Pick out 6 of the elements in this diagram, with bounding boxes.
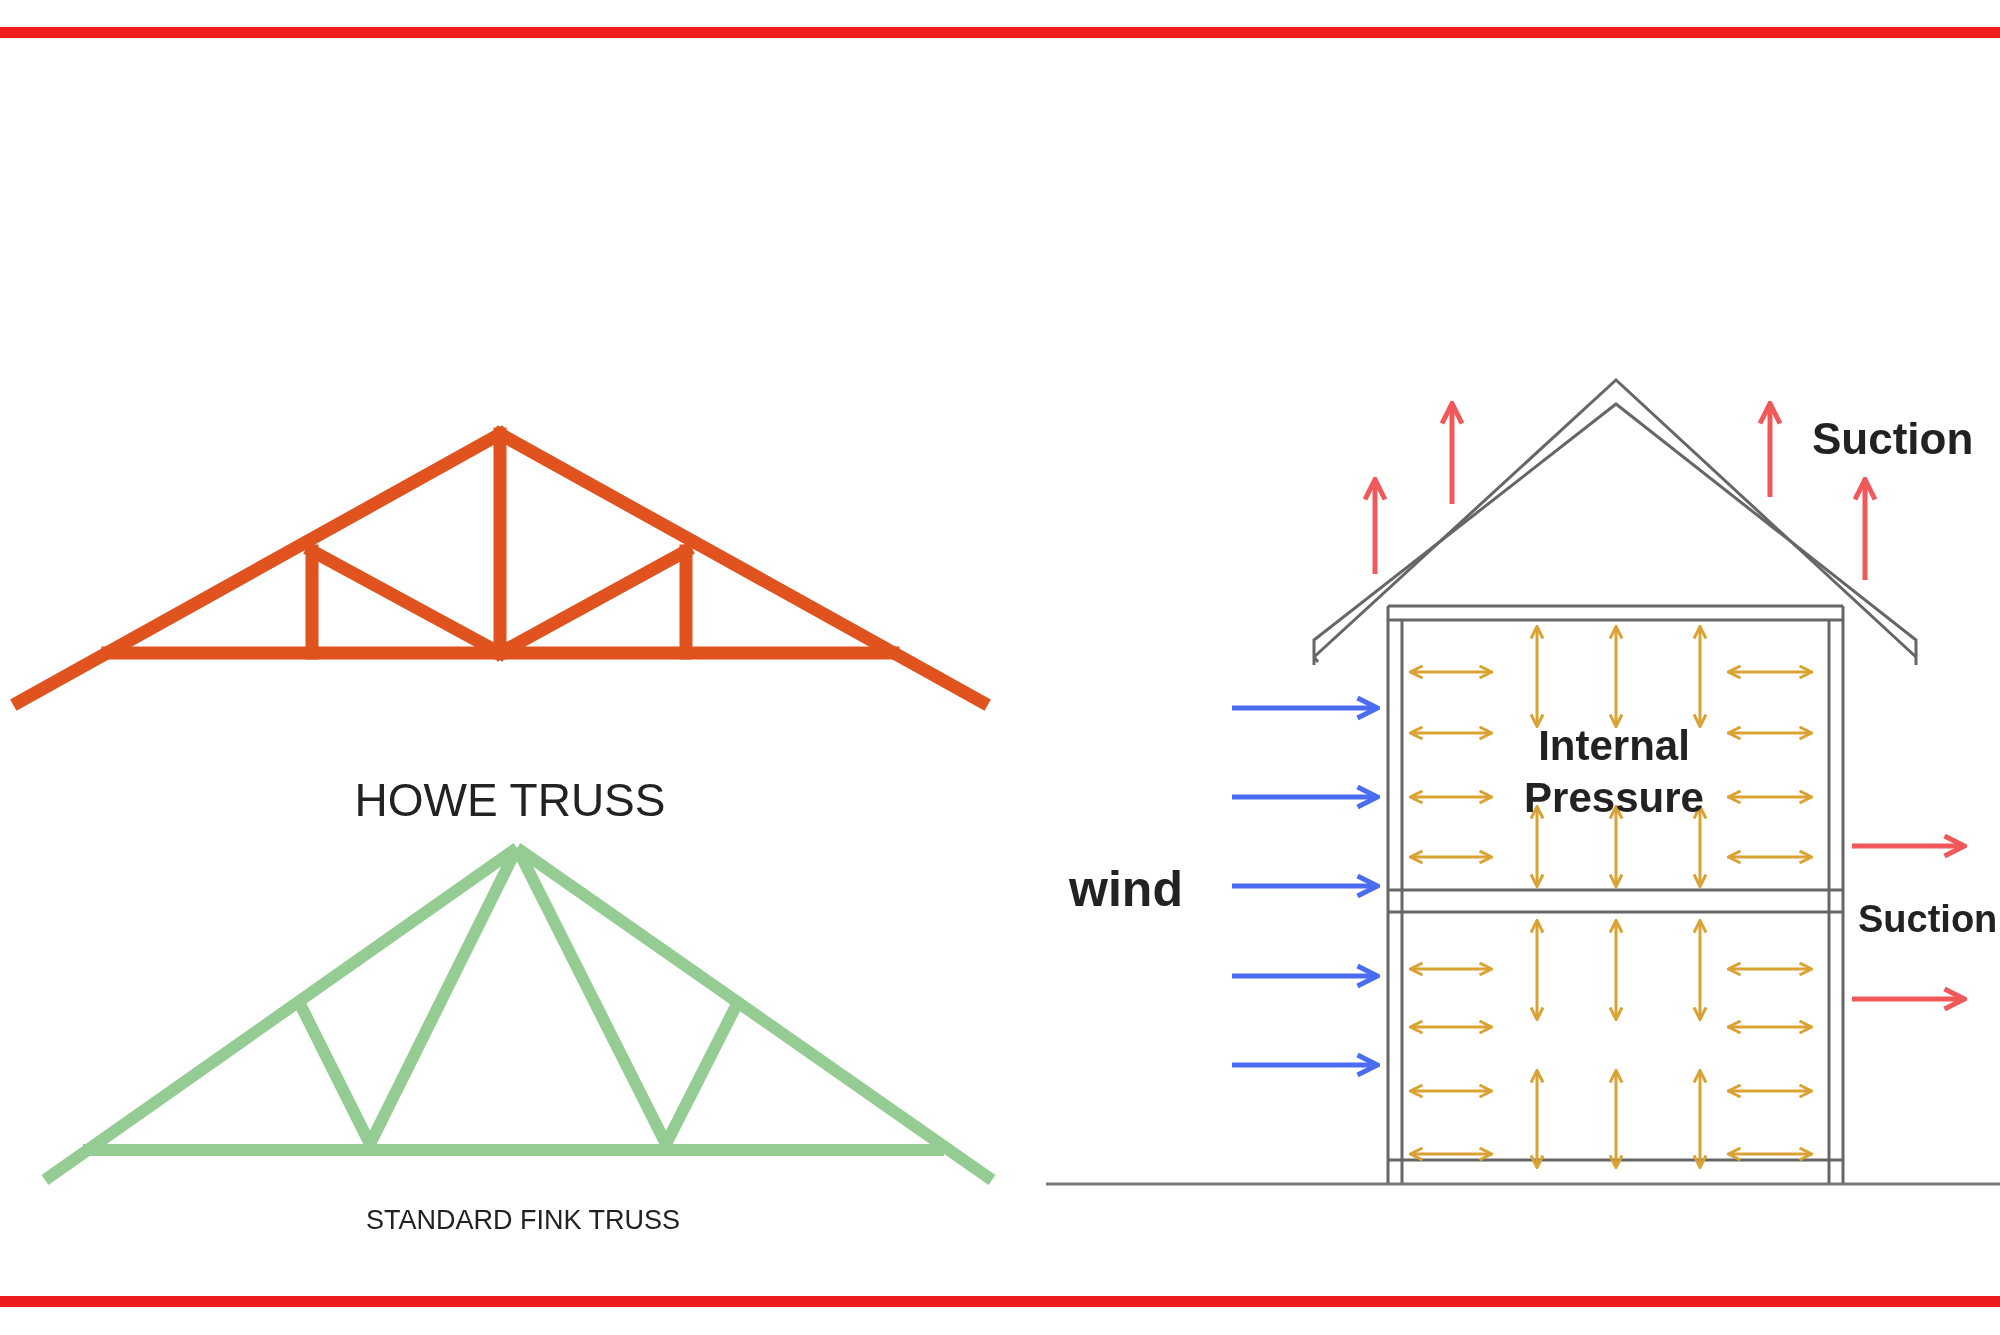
truss-title: STANDARD FINK TRUSS	[365, 1204, 680, 1238]
force-label: wind	[1069, 859, 1183, 919]
force-label: Internal Pressure	[1523, 720, 1705, 823]
truss-title: HOWE TRUSS	[354, 773, 666, 829]
force-label: Suction	[1858, 897, 1998, 943]
force-label: Suction	[1812, 412, 1974, 465]
